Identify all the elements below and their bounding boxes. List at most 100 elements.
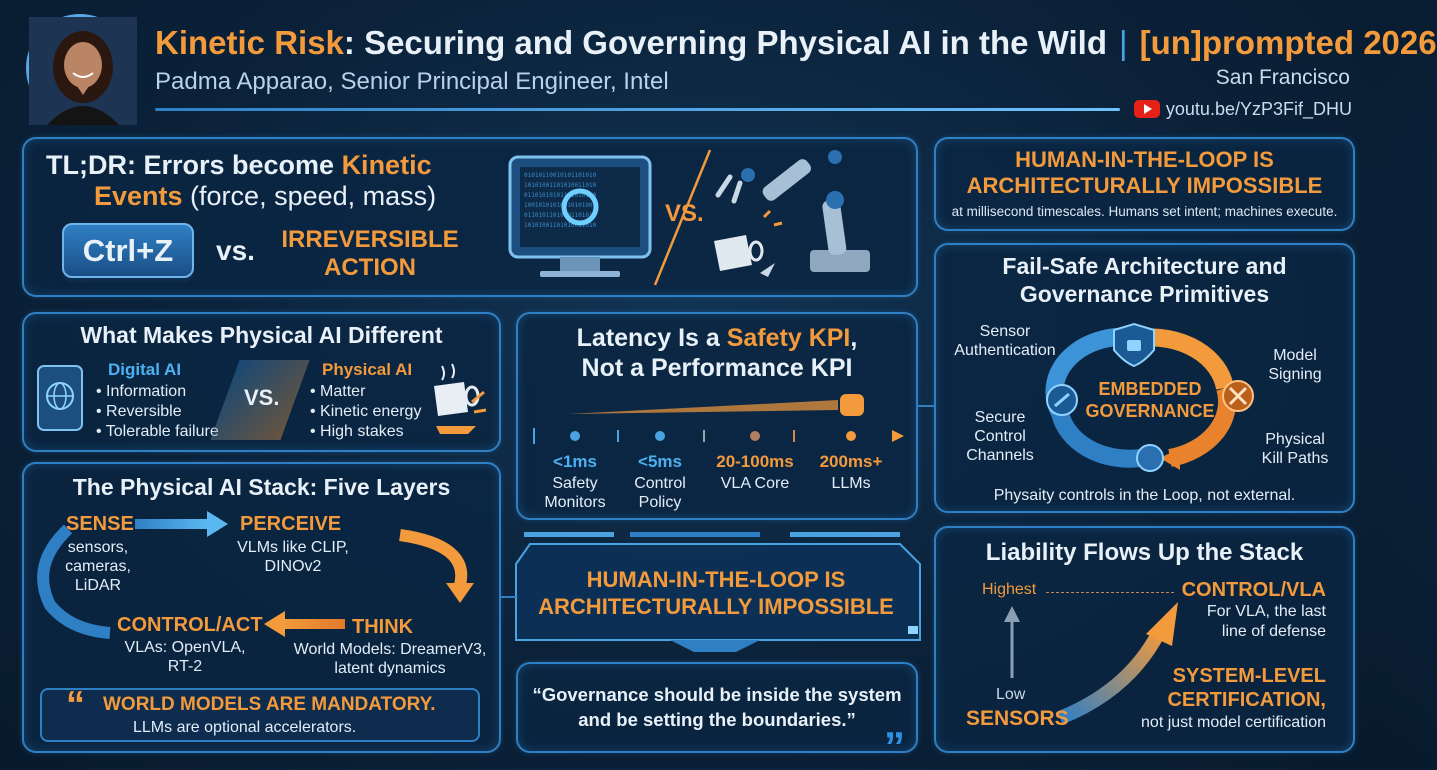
liability-arrows — [1004, 602, 1178, 725]
tick-dot — [846, 431, 856, 441]
computer-vs-robot-illustration: 01010110010101101010 10101001101010011010… — [508, 149, 870, 286]
video-link-text: youtu.be/YzP3Fif_DHU — [1165, 99, 1352, 119]
latency-timeline — [533, 394, 904, 444]
event-city: San Francisco — [1215, 66, 1350, 89]
hitl-top-line1: HUMAN-IN-THE-LOOP IS — [1015, 147, 1274, 172]
physical-item: • High stakes — [310, 423, 404, 440]
refresh-icon — [561, 188, 599, 226]
connector-line — [918, 405, 934, 407]
tldr-vs: vs. — [216, 235, 255, 266]
digital-ai-title: Digital AI — [108, 360, 182, 379]
speaker-role: , Senior Principal Engineer, Intel — [327, 68, 669, 95]
falling-cup-icon — [434, 363, 487, 434]
tablet-globe-icon — [37, 365, 83, 431]
tick-value: 200ms+ — [819, 452, 883, 471]
digital-item: • Information — [96, 383, 187, 400]
highest-dashline — [1046, 592, 1174, 593]
flame-icon — [840, 394, 864, 416]
tick-dot — [750, 431, 760, 441]
perceive-desc: VLMs like CLIP,DINOv2 — [237, 539, 349, 575]
youtube-icon — [1133, 100, 1160, 118]
title-highlight: Kinetic Risk — [155, 24, 344, 61]
svg-text:10101001101010011010: 10101001101010011010 — [524, 182, 597, 189]
speaker-avatar — [26, 14, 137, 125]
physical-item: • Kinetic energy — [310, 403, 422, 420]
svg-text:10010101010010101001: 10010101010010101001 — [524, 202, 597, 209]
speaker-name: Padma Apparao — [155, 68, 328, 95]
mandatory-callout — [40, 688, 480, 742]
page-title: Kinetic Risk: Securing and Governing Phy… — [155, 24, 1437, 62]
low-label: Low — [996, 686, 1026, 703]
latency-title-highlight: Safety KPI — [726, 324, 851, 352]
think-desc: World Models: DreamerV3,latent dynamics — [293, 641, 487, 677]
sense-desc: sensors,cameras,LiDAR — [65, 539, 131, 594]
svg-text:10101001101010011010: 10101001101010011010 — [524, 222, 597, 229]
title-separator: | — [1119, 24, 1128, 61]
irreversible-label: IRREVERSIBLE ACTION — [270, 226, 470, 282]
highest-label: Highest — [982, 581, 1037, 598]
tick-dot — [655, 431, 665, 441]
svg-text:01010110010101101010: 01010110010101101010 — [524, 172, 597, 179]
quote-close-icon: ” — [884, 723, 905, 770]
stack-flow-diagram — [37, 511, 474, 639]
layer-sense: SENSE — [66, 513, 134, 535]
different-vs: VS. — [244, 385, 280, 410]
layer-perceive: PERCEIVE — [240, 513, 342, 535]
physical-ai-title: Physical AI — [322, 360, 413, 379]
vs-label: VS. — [665, 200, 704, 227]
governance-cycle-diagram — [1045, 322, 1254, 472]
irreversible-line1: IRREVERSIBLE — [281, 226, 459, 253]
failsafe-title2: Governance Primitives — [1019, 281, 1270, 307]
tldr-heading: TL;DR: Errors become Kinetic Events (for… — [46, 150, 446, 212]
certification-desc: not just model certification — [1141, 714, 1326, 731]
hitl-top-subtext: at millisecond timescales. Humans set in… — [951, 204, 1338, 219]
tick-value: <5ms — [638, 452, 682, 471]
hitl-banner-frame — [515, 532, 921, 652]
irreversible-line2: ACTION — [324, 254, 416, 281]
failsafe-footer: Physaity controls in the Loop, not exter… — [993, 487, 1296, 504]
robot-arm-icon — [715, 150, 870, 272]
undo-key: Ctrl+Z — [62, 223, 194, 278]
up-arrow-icon — [1004, 606, 1020, 622]
tick-label: VLA Core — [720, 475, 790, 492]
tldr-events: Events — [94, 181, 183, 211]
digital-ai-column: Digital AI • Information • Reversible • … — [96, 360, 219, 442]
sensors-label: SENSORS — [966, 707, 1069, 730]
falling-mug-icon — [714, 209, 783, 277]
svg-text:01101010101101010110: 01101010101101010110 — [524, 192, 597, 199]
hitl-top-panel — [934, 137, 1355, 231]
tick-dot — [570, 431, 580, 441]
latency-title-post: , — [850, 324, 858, 352]
latency-title: Latency Is a Safety KPI, Not a Performan… — [516, 323, 918, 383]
liability-panel — [934, 526, 1355, 753]
tldr-kinetic: Kinetic — [341, 150, 432, 180]
latency-title-line2: Not a Performance KPI — [581, 354, 853, 382]
tick-value: 20-100ms — [716, 452, 794, 471]
quote-panel — [516, 662, 918, 753]
control-vla-label: CONTROL/VLA — [1181, 579, 1326, 601]
liability-title: Liability Flows Up the Stack — [985, 539, 1304, 566]
stack-title: The Physical AI Stack: Five Layers — [72, 474, 451, 500]
failsafe-title1: Fail-Safe Architecture and — [1002, 253, 1287, 279]
brain-icon — [1136, 444, 1164, 472]
optional-text: LLMs are optional accelerators. — [133, 719, 357, 736]
title-rest: : Securing and Governing Physical AI in … — [343, 24, 1107, 61]
tldr-prefix: TL;DR: Errors become — [46, 150, 342, 180]
hitl-top-line2: ARCHITECTURALLY IMPOSSIBLE — [966, 173, 1323, 198]
video-link[interactable]: youtu.be/YzP3Fif_DHU — [1132, 99, 1352, 120]
connector-line — [501, 596, 516, 598]
liability-arrow-icon — [1146, 602, 1178, 646]
mandatory-text: WORLD MODELS ARE MANDATORY. — [103, 694, 436, 715]
different-panel — [22, 312, 501, 452]
